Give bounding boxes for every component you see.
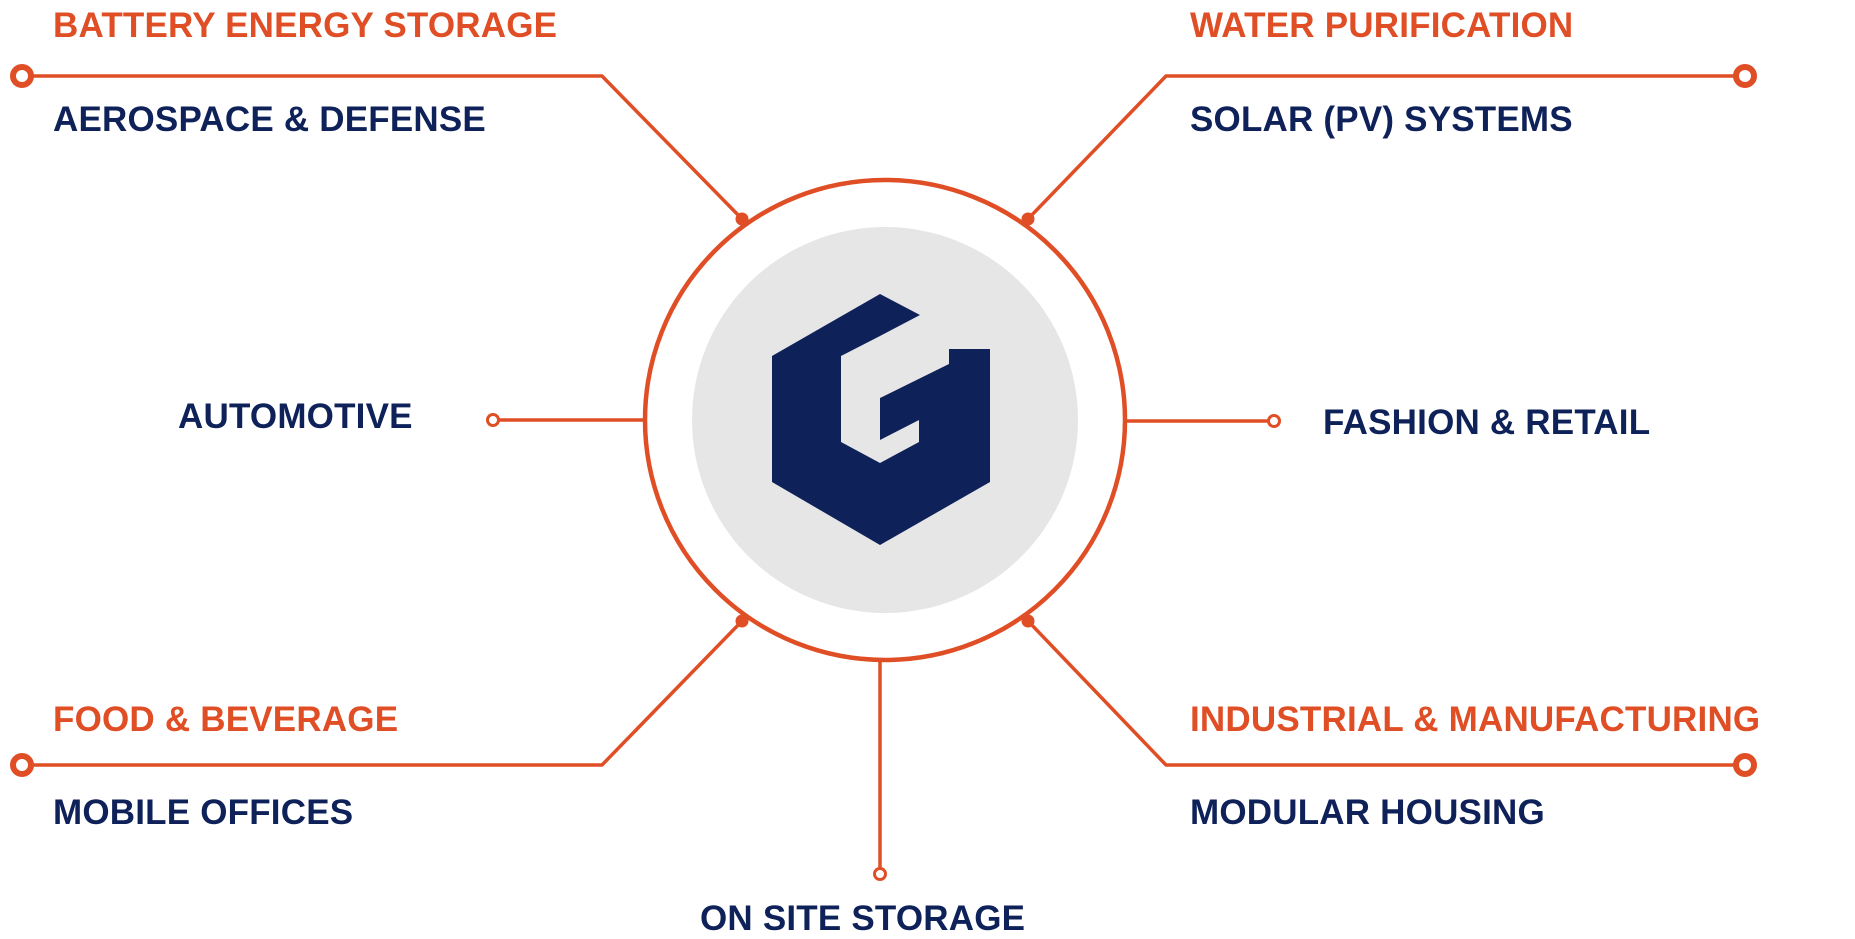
connector-top-left [20, 74, 744, 221]
ring-dot-bottom-left [735, 614, 749, 628]
end-marker-bottom-left [10, 753, 34, 777]
ring-dot-bottom-right [1021, 614, 1035, 628]
end-marker-bottom-right [1733, 753, 1757, 777]
ring-dot-top-left [735, 212, 749, 226]
label-aerospace-defense: AEROSPACE & DEFENSE [53, 100, 486, 139]
connector-bottom-left [20, 619, 744, 767]
label-automotive: AUTOMOTIVE [178, 397, 413, 436]
connector-bottom-right [1026, 619, 1747, 767]
label-solar-pv-systems: SOLAR (PV) SYSTEMS [1190, 100, 1573, 139]
label-fashion-retail: FASHION & RETAIL [1323, 403, 1651, 442]
end-marker-bottom [873, 867, 887, 881]
label-water-purification: WATER PURIFICATION [1190, 6, 1574, 45]
end-marker-top-right [1733, 64, 1757, 88]
label-food-beverage: FOOD & BEVERAGE [53, 700, 399, 739]
label-on-site-storage: ON SITE STORAGE [700, 899, 1026, 938]
label-industrial-manufacturing: INDUSTRIAL & MANUFACTURING [1190, 700, 1761, 739]
label-modular-housing: MODULAR HOUSING [1190, 793, 1545, 832]
end-marker-top-left [10, 64, 34, 88]
hexagon-g-logo-icon [772, 294, 990, 545]
connector-top-right [1026, 74, 1747, 221]
end-marker-right [1267, 414, 1281, 428]
label-battery-energy-storage: BATTERY ENERGY STORAGE [53, 6, 558, 45]
label-mobile-offices: MOBILE OFFICES [53, 793, 354, 832]
end-marker-left [486, 413, 500, 427]
ring-dot-top-right [1021, 212, 1035, 226]
